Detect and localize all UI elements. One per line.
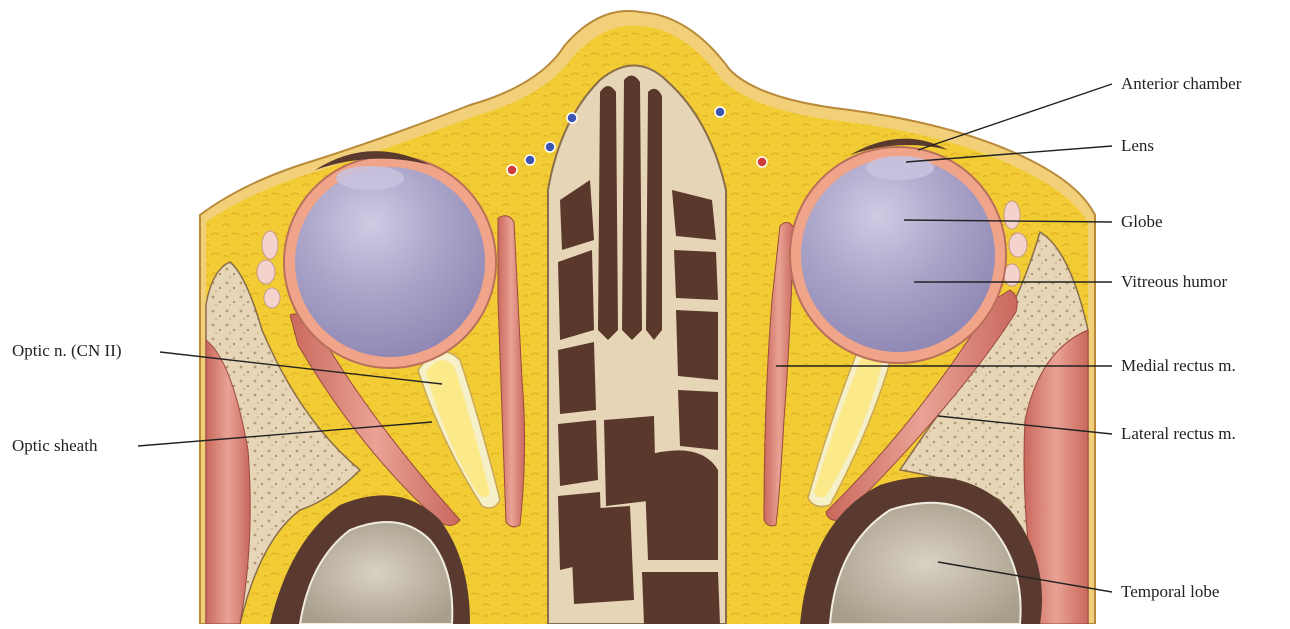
label-lens: Lens — [1121, 136, 1154, 156]
label-lateral-rectus: Lateral rectus m. — [1121, 424, 1236, 444]
label-vitreous-humor: Vitreous humor — [1121, 272, 1227, 292]
label-optic-nerve: Optic n. (CN II) — [12, 341, 122, 361]
label-anterior-chamber: Anterior chamber — [1121, 74, 1241, 94]
label-medial-rectus: Medial rectus m. — [1121, 356, 1236, 376]
ethmoid-sinus-complex — [548, 65, 726, 624]
label-globe: Globe — [1121, 212, 1163, 232]
label-temporal-lobe: Temporal lobe — [1121, 582, 1219, 602]
label-optic-sheath: Optic sheath — [12, 436, 97, 456]
